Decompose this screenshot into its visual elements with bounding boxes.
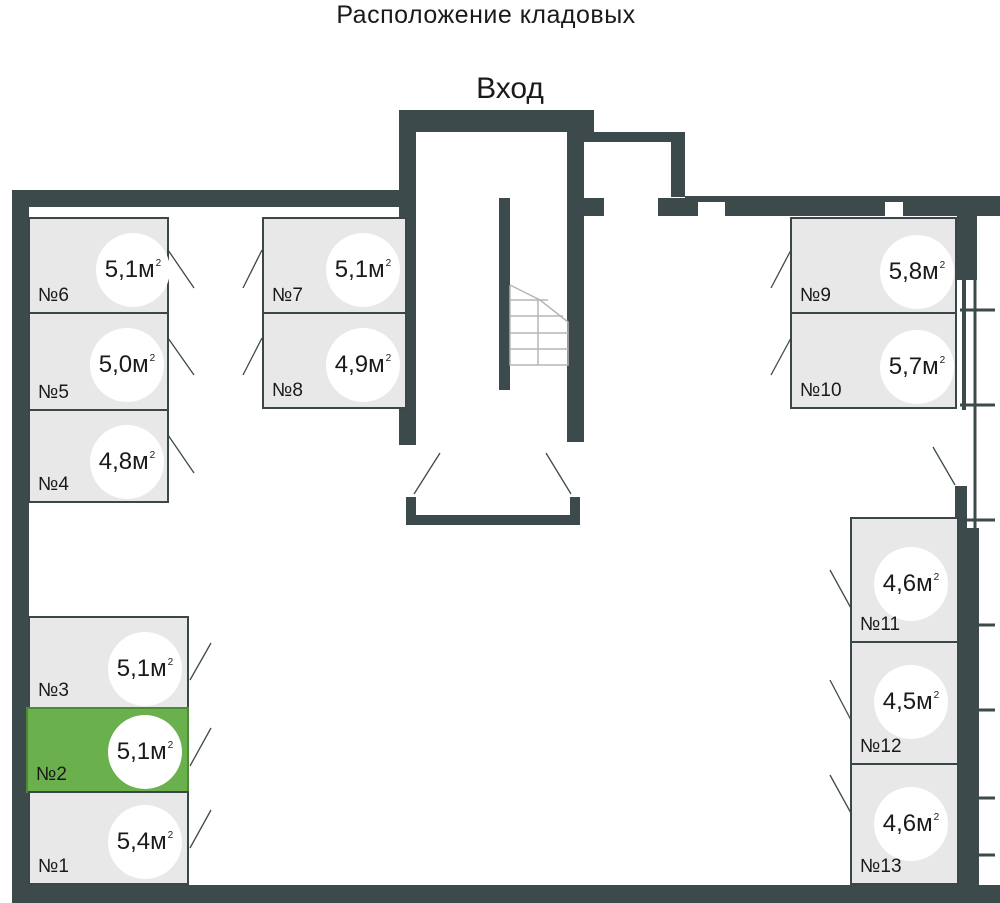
unit-number: №5 [38,382,69,403]
area-value: 4,6 [882,810,917,837]
unit-number: №7 [272,285,303,306]
unit-number: №8 [272,380,303,401]
unit-number: №2 [36,764,67,785]
door-lines [167,249,956,849]
right-structure [960,230,995,900]
area-value: 4,9 [334,351,369,378]
page-title: Расположение кладовых [336,1,636,29]
area-value: 5,1 [116,655,151,682]
stairs [509,284,569,366]
unit-number: №13 [860,856,902,877]
unit-number: №3 [38,680,69,701]
unit-number: №4 [38,474,69,495]
unit-number: №6 [38,285,69,306]
area-value: 4,8 [98,448,133,475]
area-value: 4,6 [882,570,917,597]
area-value: 5,1 [104,256,139,283]
area-value: 5,1 [334,256,369,283]
unit-number: №9 [800,285,831,306]
unit-number: №12 [860,736,902,757]
area-value: 5,4 [116,828,151,855]
unit-number: №11 [860,614,901,635]
unit-number: №1 [38,856,69,877]
area-value: 5,8 [888,258,923,285]
entrance-label: Вход [476,72,544,105]
area-value: 5,7 [888,353,923,380]
area-value: 5,1 [116,738,151,765]
area-value: 4,5 [882,688,917,715]
unit-number: №10 [800,380,842,401]
area-value: 5,0 [98,351,133,378]
